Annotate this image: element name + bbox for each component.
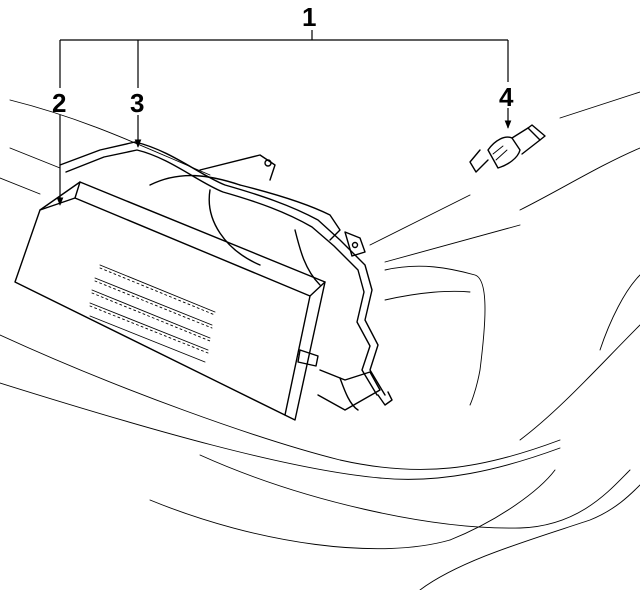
callout-1: 1 [302, 2, 316, 32]
callout-4: 4 [499, 82, 514, 112]
callout-2: 2 [52, 88, 66, 118]
bulb-socket [469, 124, 546, 173]
callout-3: 3 [130, 88, 144, 118]
mounting-bracket [59, 141, 393, 406]
vehicle-body-outline [0, 91, 640, 590]
headlamp-housing [149, 154, 381, 411]
headlamp-lens [14, 181, 326, 421]
lens-fluting [89, 264, 216, 363]
callout-leaders [56, 30, 512, 206]
